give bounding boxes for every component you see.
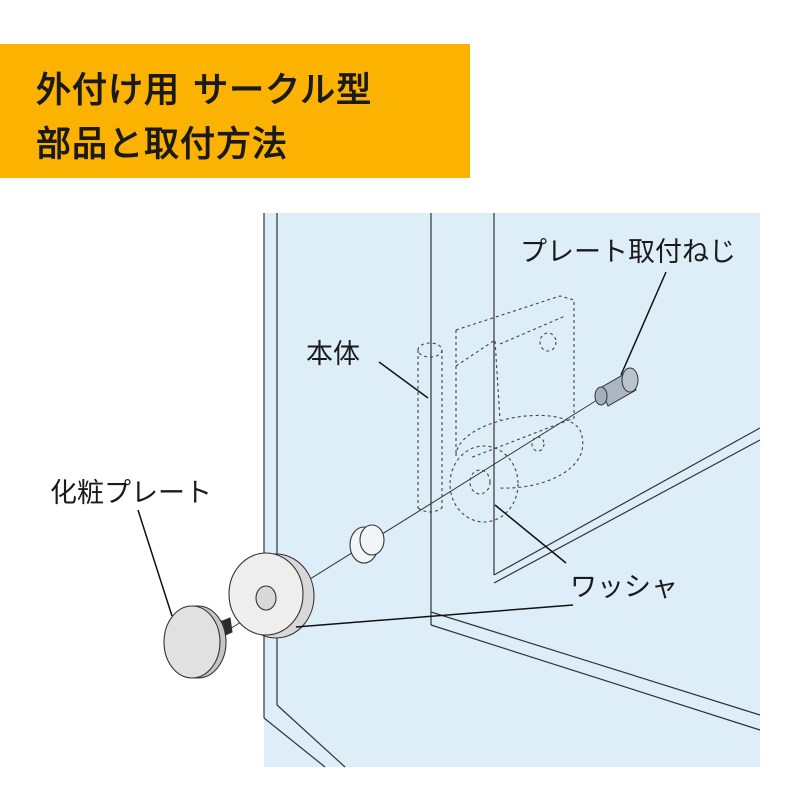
- plate-screw: [594, 367, 639, 407]
- title-banner: 外付け用 サークル型 部品と取付方法: [0, 44, 470, 178]
- leader-body: [378, 361, 429, 399]
- label-cover-plate: 化粧プレート: [50, 478, 212, 509]
- leader-lines: [137, 271, 667, 628]
- body-part: [417, 295, 584, 523]
- leader-washer-b: [494, 504, 567, 564]
- leader-cover-plate: [137, 509, 173, 617]
- leader-washer-a: [295, 604, 574, 628]
- label-plate-screw: プレート取付ねじ: [520, 237, 736, 268]
- leader-screw: [620, 271, 667, 376]
- glass-panel: [263, 213, 761, 768]
- washer-part: [228, 552, 315, 639]
- label-body: 本体: [306, 339, 360, 370]
- cover-plate-part: [163, 605, 233, 679]
- title-line-2: 部品と取付方法: [36, 125, 289, 165]
- label-washer: ワッシャ: [570, 572, 678, 603]
- small-ring: [349, 524, 385, 564]
- title-line-1: 外付け用 サークル型: [36, 71, 373, 111]
